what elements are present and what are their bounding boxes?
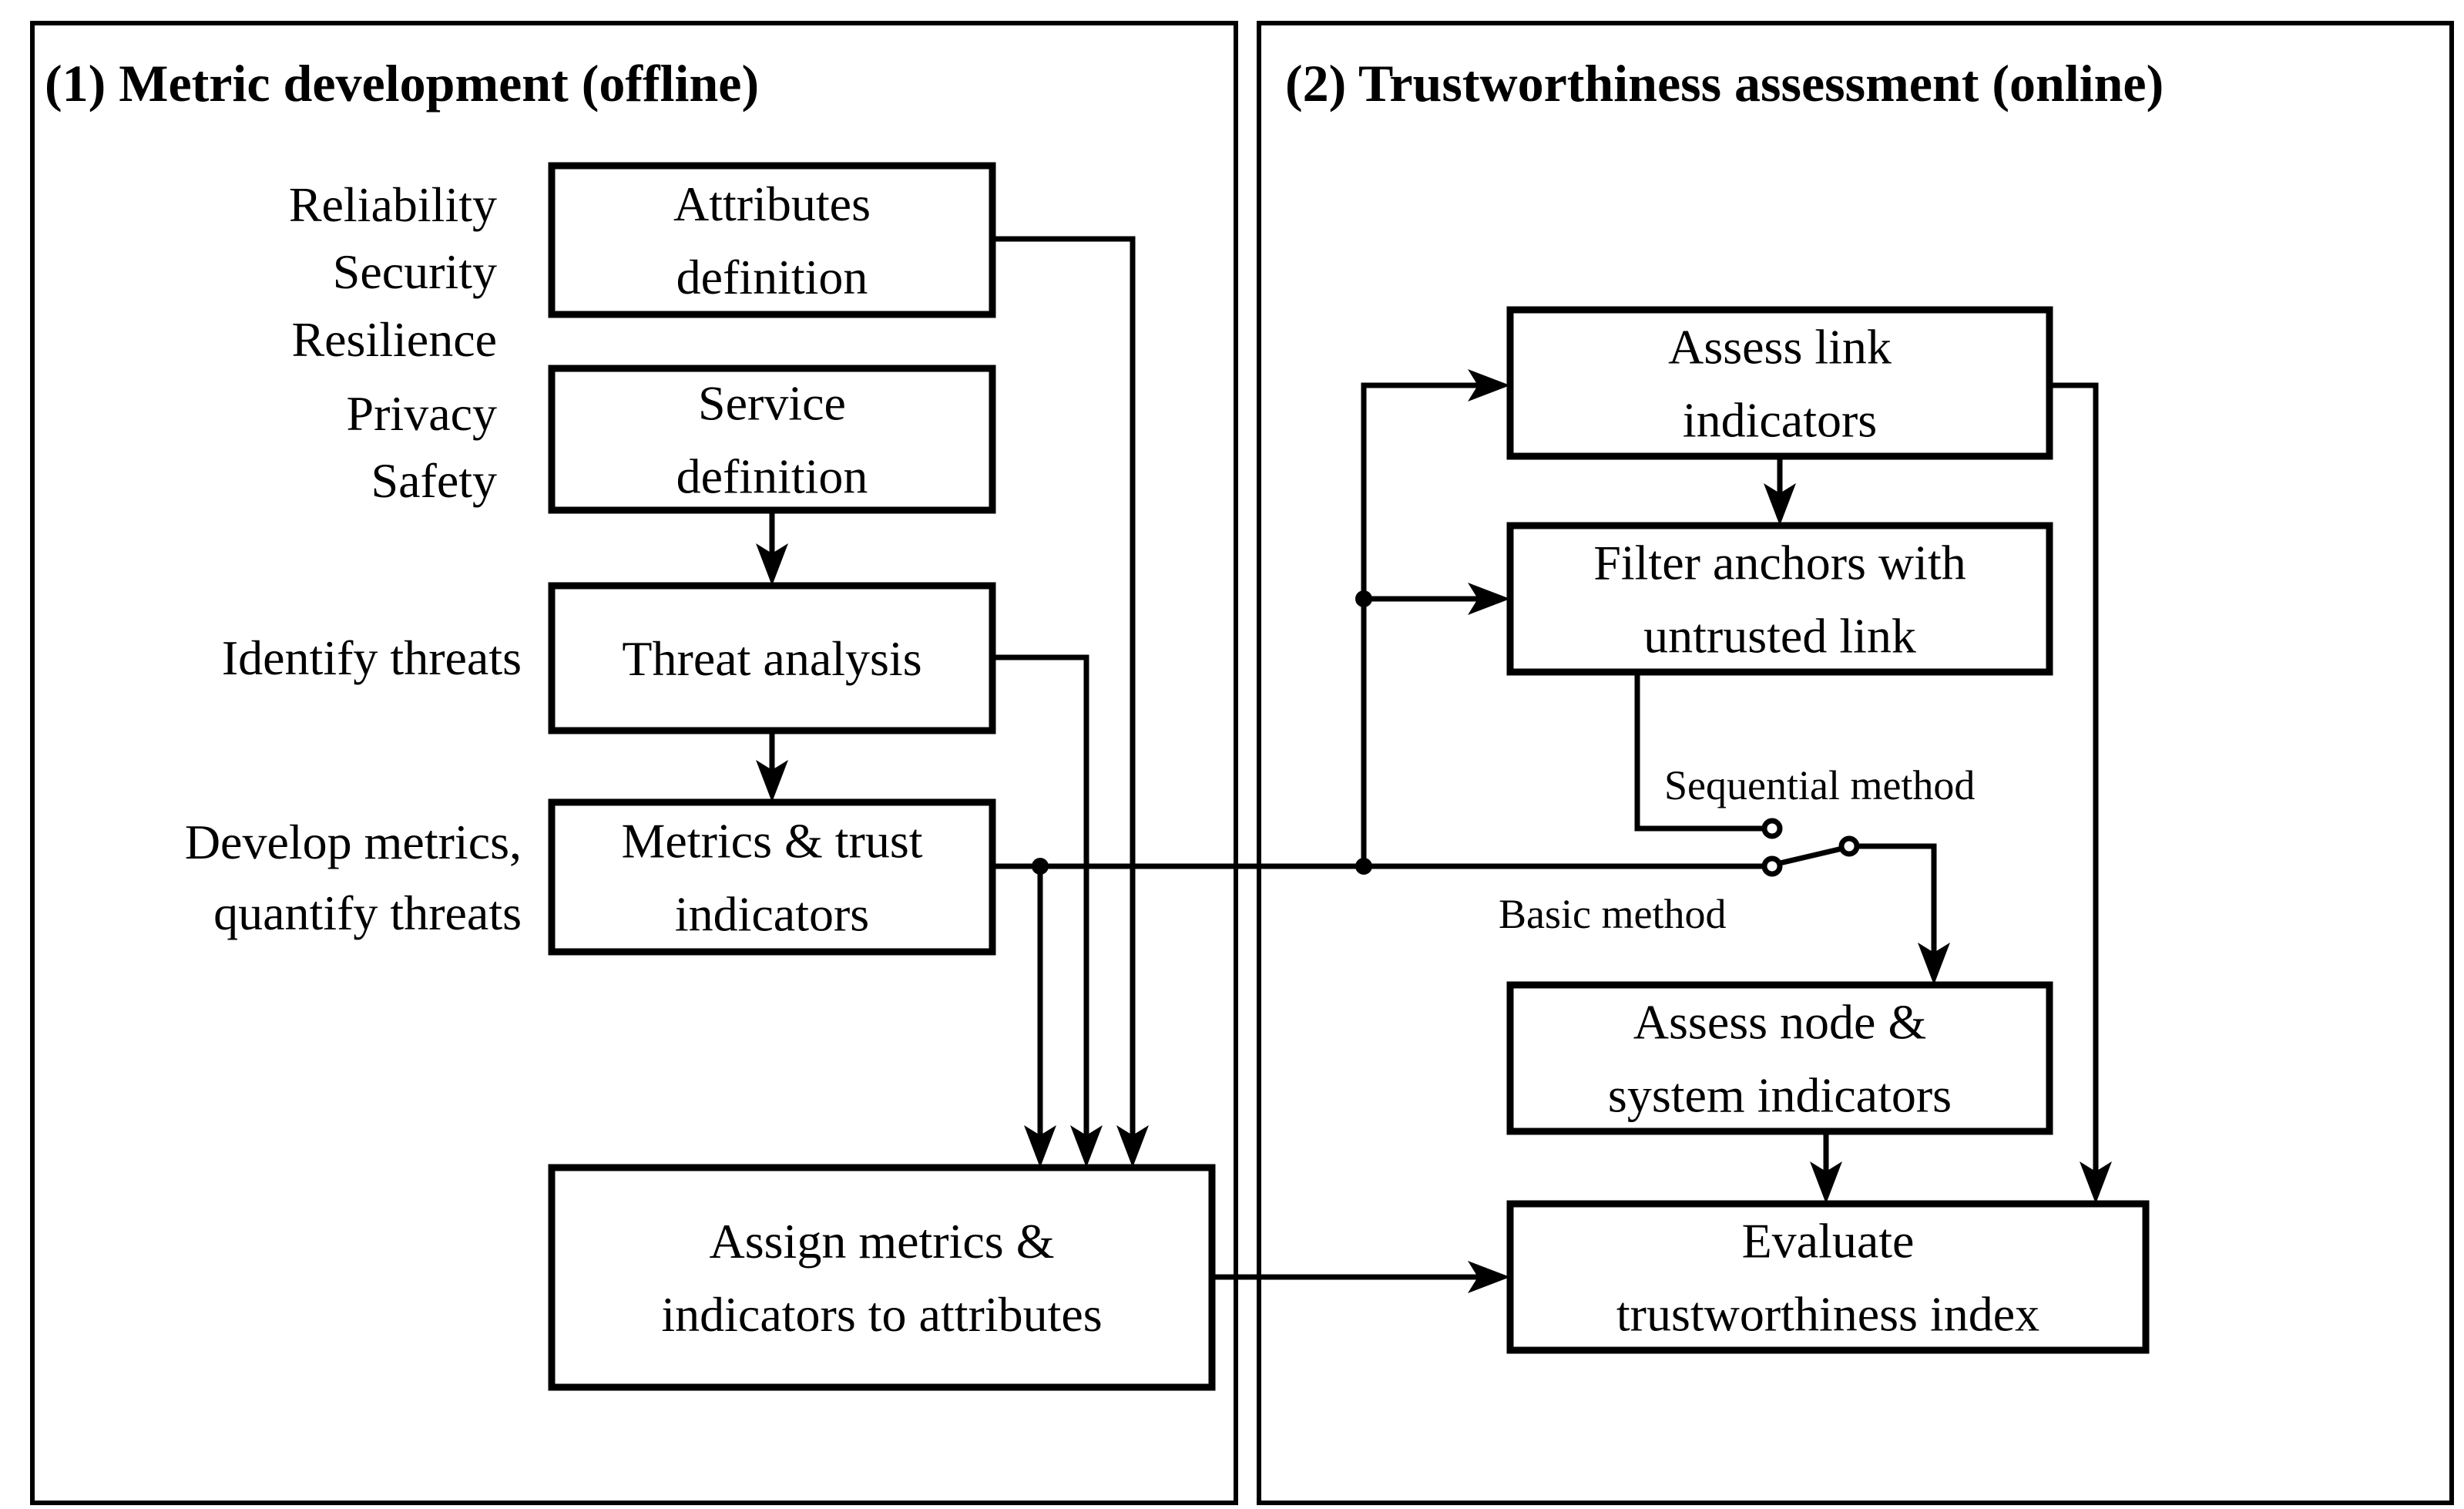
box-threat-analysis-label-1: Threat analysis <box>622 631 921 686</box>
edge-riser-to-filter-anchors-arrowhead <box>1468 583 1510 615</box>
edge-service-to-threat-arrowhead <box>756 543 788 586</box>
label-basic-method: Basic method <box>1499 891 1726 937</box>
box-assess-node-system-label-2: system indicators <box>1608 1068 1952 1123</box>
edge-switch-to-assess-node <box>1857 843 1937 954</box>
label-privacy: Privacy <box>347 386 498 441</box>
edge-filter-to-sequential <box>1634 670 1763 832</box>
box-assess-link-indicators-label-2: indicators <box>1683 393 1877 448</box>
edge-attributes-to-assign <box>992 236 1136 1137</box>
box-assess-node-system-label-1: Assess node & <box>1633 995 1926 1050</box>
box-filter-anchors <box>1506 522 2053 676</box>
label-quantify-threats: quantify threats <box>213 886 522 940</box>
box-filter-anchors-label-2: untrusted link <box>1643 609 1916 664</box>
contact-pivot <box>1838 835 1860 857</box>
panel-trustworthiness-assessment <box>1257 21 2454 1505</box>
box-evaluate-trustworthiness <box>1506 1200 2150 1354</box>
box-metrics-trust-indicators <box>548 798 996 956</box>
box-filter-anchors-label-1: Filter anchors with <box>1593 536 1965 590</box>
label-security: Security <box>333 244 497 299</box>
box-assess-node-system <box>1506 981 2053 1135</box>
switch-lever <box>1779 845 1843 866</box>
panel-metric-development-title: (1) Metric development (offline) <box>45 54 759 113</box>
label-safety: Safety <box>371 453 498 508</box>
edge-threat-to-assign-arrowhead <box>1070 1125 1103 1168</box>
box-assess-link-indicators <box>1506 306 2053 460</box>
edge-metrics-to-assign-arrowhead <box>1024 1125 1056 1168</box>
edge-assess-node-to-evaluate-arrowhead <box>1810 1161 1842 1204</box>
box-service-definition <box>548 365 996 514</box>
edge-threat-to-assign <box>992 654 1089 1137</box>
label-identify-threats: Identify threats <box>222 630 522 685</box>
junction-metrics-branch <box>1032 858 1049 875</box>
box-assign-metrics <box>548 1164 1216 1391</box>
box-assign-metrics-label-1: Assign metrics & <box>710 1214 1055 1269</box>
label-resilience: Resilience <box>291 312 497 367</box>
box-evaluate-trustworthiness-label-1: Evaluate <box>1742 1214 1915 1269</box>
box-evaluate-trustworthiness-label-2: trustworthiness index <box>1616 1287 2039 1342</box>
box-attributes-definition-label-1: Attributes <box>673 176 871 231</box>
box-service-definition-label-1: Service <box>698 376 846 431</box>
contact-basic <box>1761 855 1783 877</box>
box-metrics-trust-indicators-label-2: indicators <box>675 887 869 942</box>
label-develop-metrics: Develop metrics, <box>185 815 522 869</box>
edge-riser-to-assess-link <box>1361 382 1479 866</box>
label-sequential-method: Sequential method <box>1664 762 1975 808</box>
edge-switch-to-assess-node-arrowhead <box>1918 943 1950 985</box>
edge-riser-to-assess-link-arrowhead <box>1468 369 1510 402</box>
box-assign-metrics-label-2: indicators to attributes <box>661 1287 1102 1342</box>
label-reliability: Reliability <box>289 177 497 232</box>
edge-assess-link-to-filter-arrowhead <box>1764 483 1796 526</box>
box-threat-analysis <box>548 582 996 734</box>
edge-assess-link-to-evaluate <box>2048 382 2099 1173</box>
edge-assess-link-to-evaluate-arrowhead <box>2080 1161 2112 1204</box>
box-service-definition-label-2: definition <box>676 449 868 504</box>
box-attributes-definition-label-2: definition <box>676 250 868 304</box>
box-attributes-definition <box>548 162 996 318</box>
box-metrics-trust-indicators-label-1: Metrics & trust <box>621 814 922 869</box>
contact-sequential <box>1761 818 1783 839</box>
box-assess-link-indicators-label-1: Assess link <box>1668 320 1892 375</box>
junction-riser-base <box>1355 858 1372 875</box>
panel-trustworthiness-assessment-title: (2) Trustworthiness assessment (online) <box>1285 54 2164 113</box>
panel-metric-development <box>30 21 1238 1505</box>
edge-assign-to-evaluate-arrowhead <box>1468 1261 1510 1293</box>
edge-attributes-to-assign-arrowhead <box>1116 1125 1149 1168</box>
junction-riser-filter <box>1355 590 1372 607</box>
edge-threat-to-metrics-arrowhead <box>756 760 788 802</box>
